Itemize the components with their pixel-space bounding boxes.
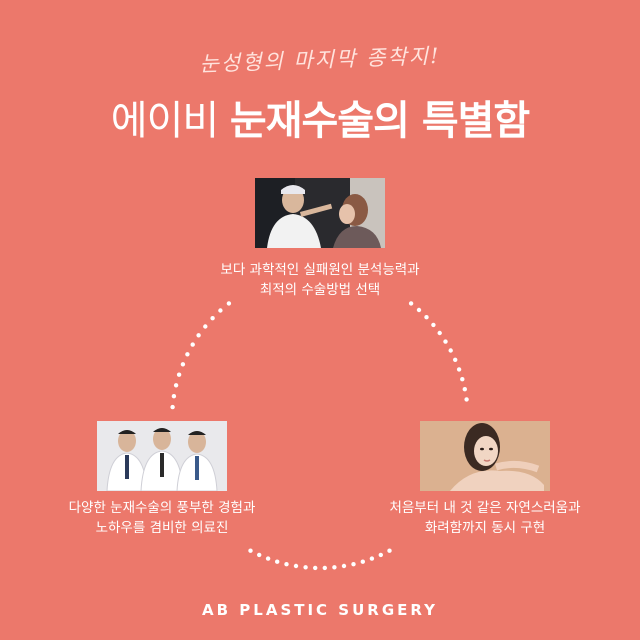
dot-left-arc <box>190 342 195 347</box>
feature-caption-analysis: 보다 과학적인 실패원인 분석능력과 최적의 수술방법 선택 <box>190 260 450 300</box>
medical-team-photo <box>97 421 227 491</box>
dot-bottom-arc <box>351 562 356 567</box>
feature-line: 노하우를 겸비한 의료진 <box>95 520 229 536</box>
page-title: 에이비 눈재수술의 특별함 <box>0 88 640 146</box>
dot-right-arc <box>453 357 458 362</box>
dot-bottom-arc <box>284 562 289 567</box>
footer-brand: AB PLASTIC SURGERY <box>202 601 438 619</box>
brand-name: 에이비 <box>110 98 219 144</box>
dot-bottom-arc <box>322 565 327 571</box>
dot-bottom-arc <box>341 563 347 569</box>
dot-left-arc <box>196 333 201 338</box>
dot-bottom-arc <box>293 563 299 569</box>
feature-line: 화려함까지 동시 구현 <box>424 520 546 536</box>
dot-bottom-arc <box>248 548 253 553</box>
feature-line: 최적의 수술방법 선택 <box>259 282 381 298</box>
dot-left-arc <box>176 372 182 377</box>
dot-right-arc <box>443 339 448 344</box>
dot-left-arc <box>180 362 186 367</box>
dot-left-arc <box>173 383 179 388</box>
dot-right-arc <box>408 301 414 306</box>
dot-bottom-arc <box>275 559 280 564</box>
feature-line: 다양한 눈재수술의 풍부한 경험과 <box>68 500 256 516</box>
dot-left-arc <box>203 324 208 329</box>
dot-right-arc <box>456 367 462 372</box>
dot-left-arc <box>218 308 223 313</box>
dot-right-arc <box>448 348 453 353</box>
dot-left-arc <box>226 301 232 306</box>
dot-left-arc <box>210 316 215 321</box>
dot-bottom-arc <box>387 548 392 553</box>
dot-bottom-arc <box>378 552 383 558</box>
dot-bottom-arc <box>360 559 365 564</box>
dot-bottom-arc <box>265 556 271 561</box>
dot-bottom-arc <box>303 565 308 570</box>
dot-right-arc <box>462 387 467 392</box>
dot-bottom-arc <box>313 565 318 571</box>
dot-bottom-arc <box>369 556 375 561</box>
dot-bottom-arc <box>332 565 337 570</box>
feature-line: 보다 과학적인 실패원인 분석능력과 <box>220 262 420 278</box>
dot-bottom-arc <box>257 552 262 558</box>
doctor-consultation-photo <box>255 178 385 248</box>
dot-right-arc <box>464 397 469 402</box>
feature-caption-natural-look: 처음부터 내 것 같은 자연스러움과 화려함까지 동시 구현 <box>363 498 607 538</box>
feature-line: 처음부터 내 것 같은 자연스러움과 <box>389 500 581 516</box>
feature-caption-experience: 다양한 눈재수술의 풍부한 경험과 노하우를 겸비한 의료진 <box>40 498 284 538</box>
dot-right-arc <box>416 307 422 313</box>
headline-emphasis: 눈재수술의 특별함 <box>229 98 530 144</box>
dot-left-arc <box>185 352 190 357</box>
dot-right-arc <box>437 330 442 336</box>
dot-right-arc <box>431 322 436 328</box>
dot-left-arc <box>170 404 175 410</box>
dot-left-arc <box>171 394 177 399</box>
model-beauty-photo <box>420 421 550 491</box>
dot-right-arc <box>460 377 465 382</box>
dot-right-arc <box>424 315 429 320</box>
